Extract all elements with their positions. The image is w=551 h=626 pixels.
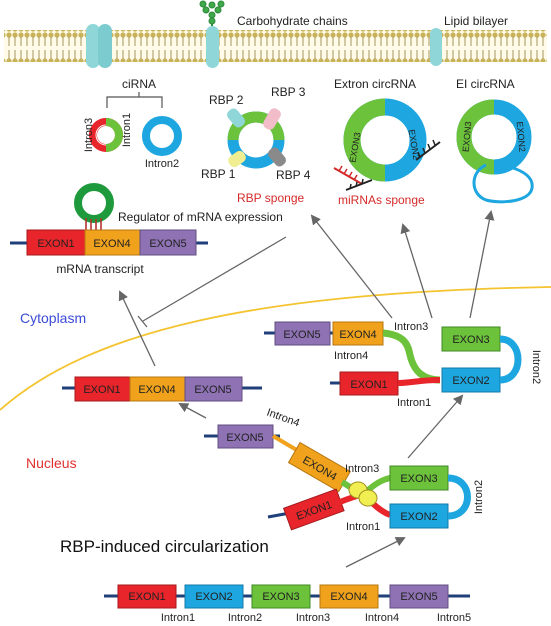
lipid-bilayer bbox=[4, 0, 547, 68]
pre-mrna-exon-block bbox=[184, 584, 244, 609]
cyto-exon5: EXON5 bbox=[283, 329, 320, 341]
exon-skipping-complex bbox=[264, 321, 522, 396]
diagram-title: RBP-induced circularization bbox=[60, 537, 269, 556]
arrow-mrna-export bbox=[118, 290, 156, 367]
pre-mrna-intron: Intron4 bbox=[365, 612, 399, 624]
cirna-intron3-label: Intron3 bbox=[83, 118, 95, 152]
nuclear-mrna-exon5: EXON5 bbox=[194, 384, 231, 396]
pre-mrna-exon: EXON3 bbox=[262, 591, 299, 603]
ei-exon2-label: EXON2 bbox=[515, 121, 528, 152]
pre-mrna-exon: EXON5 bbox=[400, 591, 437, 603]
cirna-intron1-label: Intron1 bbox=[121, 113, 133, 147]
inhibition-bar bbox=[137, 315, 148, 328]
ei-circrna-title: EI circRNA bbox=[456, 77, 515, 91]
regulator-exon5: EXON5 bbox=[149, 238, 186, 250]
rbp-sponge-caption: RBP sponge bbox=[237, 191, 304, 205]
cyto-exon2: EXON2 bbox=[452, 375, 489, 387]
complex-exon3: EXON3 bbox=[400, 473, 437, 485]
rbp4-label: RBP 4 bbox=[276, 168, 311, 182]
cirna-circle-icon bbox=[142, 116, 182, 156]
membrane-protein bbox=[430, 28, 442, 66]
membrane-protein bbox=[86, 24, 100, 68]
carbohydrate-chain-icon bbox=[199, 0, 225, 26]
pre-mrna-exon: EXON2 bbox=[195, 591, 232, 603]
pre-mrna-exon-block bbox=[251, 584, 311, 609]
rbp-yellow-icon bbox=[358, 489, 378, 507]
ei-circrna-icon bbox=[456, 99, 534, 204]
pre-mrna-exon-block bbox=[389, 584, 449, 609]
pre-mrna-intron: Intron1 bbox=[161, 612, 195, 624]
arrow-to-ei bbox=[469, 210, 495, 319]
cirna-lariat-icon bbox=[89, 118, 124, 152]
pre-mrna-exon: EXON4 bbox=[330, 591, 367, 603]
mrna-transcript-caption: mRNA transcript bbox=[56, 262, 144, 276]
arrow-to-cyto-complex bbox=[407, 394, 464, 459]
complex-exon2: EXON2 bbox=[400, 511, 437, 523]
ei-exon3-label: EXON3 bbox=[461, 121, 474, 152]
rbp1-icon bbox=[228, 150, 246, 168]
mirna-strand-icon bbox=[333, 165, 363, 185]
cirna-bracket bbox=[106, 92, 163, 108]
nuclear-boundary bbox=[0, 286, 551, 411]
nuclear-mrna-exon4: EXON4 bbox=[138, 384, 175, 396]
rbp-circularization-complex bbox=[204, 424, 471, 531]
cytoplasm-label: Cytoplasm bbox=[20, 310, 86, 326]
pre-mrna-exon-block bbox=[117, 584, 177, 609]
extron-circrna-title: Extron circRNA bbox=[334, 77, 416, 91]
mirna-strand-icon bbox=[415, 139, 441, 161]
mirna-strand-icon bbox=[345, 178, 373, 191]
regulator-exon4: EXON4 bbox=[93, 238, 130, 250]
cirna-intron2-label: Intron2 bbox=[145, 158, 179, 170]
extron-circrna-icon bbox=[343, 98, 427, 182]
rbp4-icon bbox=[268, 147, 286, 167]
regulator-exon1: EXON1 bbox=[37, 238, 74, 250]
pre-mrna-exon-block bbox=[319, 584, 379, 609]
lipid-bilayer-label: Lipid bilayer bbox=[444, 14, 508, 28]
cyto-exon3: EXON3 bbox=[452, 334, 489, 346]
arrow-to-rbp-complex bbox=[345, 537, 406, 568]
cyto-intron4: Intron4 bbox=[334, 350, 368, 362]
carbohydrate-chains-label: Carbohydrate chains bbox=[237, 14, 348, 28]
regulator-circrna-icon bbox=[74, 183, 114, 230]
arrow-to-nuclear-mrna bbox=[178, 403, 207, 419]
rbp2-icon bbox=[227, 108, 245, 128]
regulator-mrna-transcript bbox=[10, 229, 208, 256]
pre-mrna-intron: Intron2 bbox=[228, 612, 262, 624]
nucleus-label: Nucleus bbox=[26, 455, 77, 471]
pre-mrna bbox=[104, 584, 470, 609]
complex-intron1: Intron1 bbox=[346, 521, 380, 533]
membrane-protein bbox=[206, 26, 219, 68]
arrow-to-extron bbox=[400, 223, 433, 319]
pre-mrna-intron: Intron5 bbox=[437, 612, 471, 624]
cyto-intron2: Intron2 bbox=[530, 350, 542, 384]
complex-intron3: Intron3 bbox=[345, 463, 379, 475]
inhibition-line bbox=[142, 236, 287, 322]
rbp2-label: RBP 2 bbox=[209, 93, 244, 107]
mirnas-sponge-caption: miRNAs sponge bbox=[338, 193, 425, 207]
arrow-to-rbp-sponge bbox=[310, 214, 393, 319]
pre-mrna-intron: Intron3 bbox=[296, 612, 330, 624]
cyto-intron3: Intron3 bbox=[394, 321, 428, 333]
rbp3-icon bbox=[263, 108, 281, 130]
cyto-exon1: EXON1 bbox=[350, 379, 387, 391]
pathway-arrows bbox=[118, 210, 495, 568]
cyto-intron1: Intron1 bbox=[397, 397, 431, 409]
regulator-label: Regulator of mRNA expression bbox=[118, 210, 283, 224]
nuclear-mrna-exon1: EXON1 bbox=[83, 384, 120, 396]
complex-exon5: EXON5 bbox=[226, 432, 263, 444]
rbp1-label: RBP 1 bbox=[201, 167, 236, 181]
membrane-protein bbox=[98, 24, 112, 68]
cyto-exon4: EXON4 bbox=[339, 329, 376, 341]
pre-mrna-exon: EXON1 bbox=[128, 591, 165, 603]
complex-intron2: Intron2 bbox=[473, 480, 485, 514]
cirna-title: ciRNA bbox=[122, 77, 156, 91]
nuclear-mrna bbox=[62, 376, 262, 402]
rbp3-label: RBP 3 bbox=[271, 85, 306, 99]
